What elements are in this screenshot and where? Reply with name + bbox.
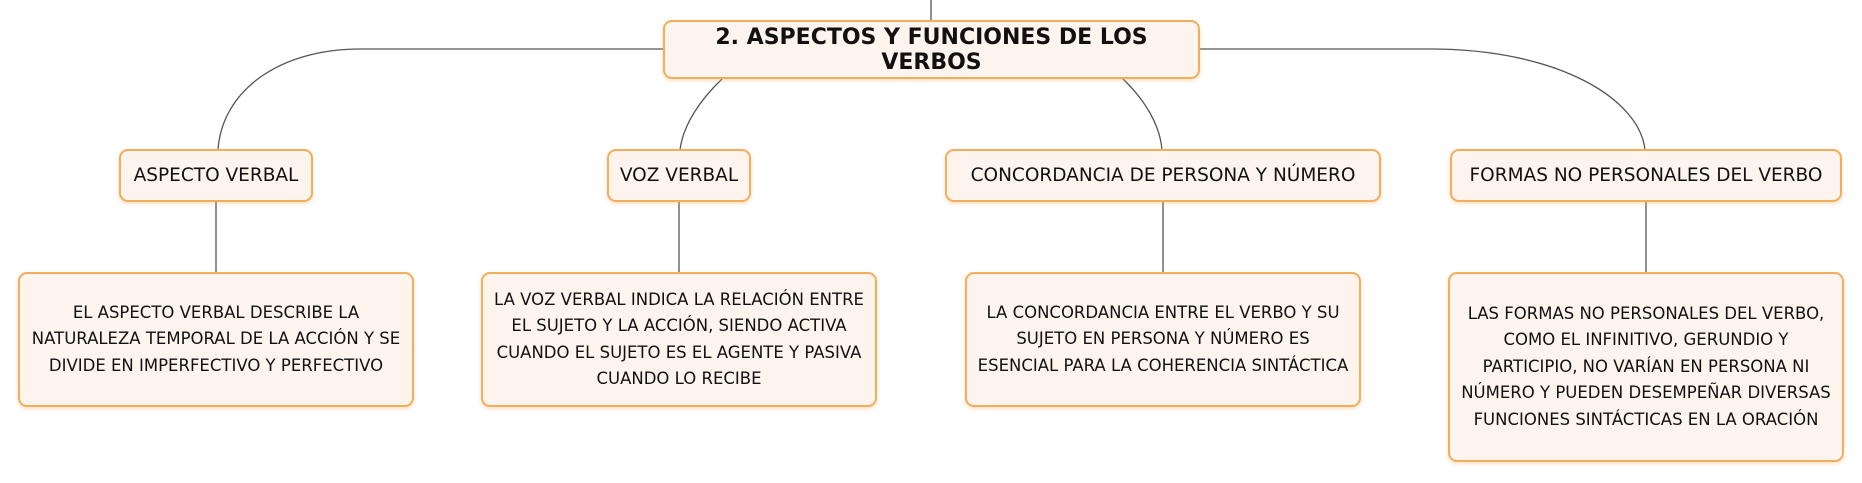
branch-label: VOZ VERBAL: [619, 165, 739, 186]
detail-text: LA CONCORDANCIA ENTRE EL VERBO Y SU SUJE…: [977, 302, 1349, 375]
detail-formas-no-personales[interactable]: LAS FORMAS NO PERSONALES DEL VERBO, COMO…: [1448, 272, 1844, 462]
detail-voz-verbal[interactable]: LA VOZ VERBAL INDICA LA RELACIÓN ENTRE E…: [481, 272, 877, 407]
connector-root-branch-2: [679, 78, 723, 151]
branch-label: CONCORDANCIA DE PERSONA Y NÚMERO: [970, 165, 1356, 186]
connector-root-branch-4: [1198, 48, 1646, 151]
branch-voz-verbal[interactable]: VOZ VERBAL: [607, 149, 751, 202]
branch-label: ASPECTO VERBAL: [133, 165, 299, 186]
branch-concordancia[interactable]: CONCORDANCIA DE PERSONA Y NÚMERO: [945, 149, 1381, 202]
connector-root-branch-1: [217, 48, 665, 151]
detail-text: EL ASPECTO VERBAL DESCRIBE LA NATURALEZA…: [31, 302, 401, 375]
detail-concordancia[interactable]: LA CONCORDANCIA ENTRE EL VERBO Y SU SUJE…: [965, 272, 1361, 407]
branch-formas-no-personales[interactable]: FORMAS NO PERSONALES DEL VERBO: [1450, 149, 1842, 202]
branch-aspecto-verbal[interactable]: ASPECTO VERBAL: [119, 149, 313, 202]
root-topic[interactable]: 2. ASPECTOS Y FUNCIONES DE LOS VERBOS: [663, 20, 1200, 79]
connector-root-branch-3: [1122, 78, 1163, 151]
detail-aspecto-verbal[interactable]: EL ASPECTO VERBAL DESCRIBE LA NATURALEZA…: [18, 272, 414, 407]
root-topic-label: 2. ASPECTOS Y FUNCIONES DE LOS VERBOS: [715, 24, 1148, 75]
detail-text: LA VOZ VERBAL INDICA LA RELACIÓN ENTRE E…: [494, 289, 864, 388]
branch-label: FORMAS NO PERSONALES DEL VERBO: [1469, 165, 1823, 186]
detail-text: LAS FORMAS NO PERSONALES DEL VERBO, COMO…: [1461, 304, 1831, 429]
